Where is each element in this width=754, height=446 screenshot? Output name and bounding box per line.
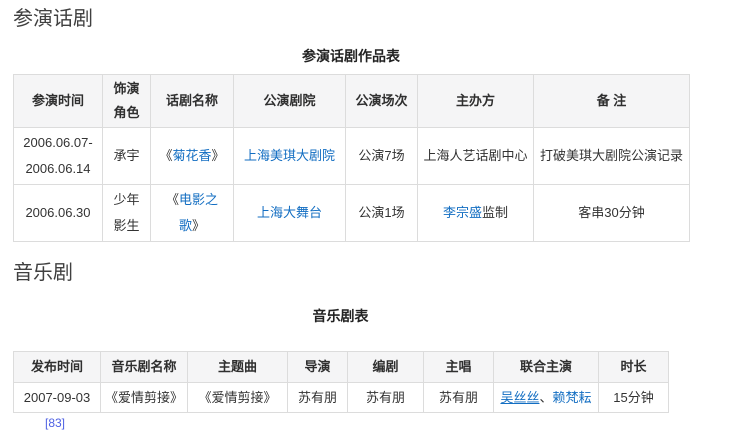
cell-role: 少年影生 — [102, 184, 151, 242]
column-header-remark: 备 注 — [533, 74, 690, 128]
article-section: 参演话剧 参演话剧作品表 参演时间 饰演角色 话剧名称 公演剧院 公演场次 主办… — [0, 6, 754, 430]
musical-table: 发布时间 音乐剧名称 主题曲 导演 编剧 主唱 联合主演 时长 2007-09-… — [13, 351, 669, 413]
cell-play: 《菊花香》 — [150, 127, 234, 185]
column-header-release-date: 发布时间 — [13, 351, 101, 383]
stage-play-table-title: 参演话剧作品表 — [302, 48, 400, 64]
bracket-close: 》 — [211, 148, 225, 163]
column-header-sessions: 公演场次 — [345, 74, 418, 128]
cell-duration: 15分钟 — [598, 382, 669, 413]
section-heading-musical: 音乐剧 — [13, 262, 73, 284]
theater-link[interactable]: 上海大舞台 — [256, 205, 322, 220]
organizer-link[interactable]: 李宗盛 — [442, 205, 482, 220]
cell-play: 《电影之歌》 — [150, 184, 234, 242]
cell-theater: 上海美琪大剧院 — [233, 127, 346, 185]
bracket-close: 》 — [192, 218, 206, 233]
costar-link[interactable]: 赖梵耘 — [552, 389, 592, 405]
column-header-lead-singer: 主唱 — [423, 351, 494, 383]
stage-play-table: 参演时间 饰演角色 话剧名称 公演剧院 公演场次 主办方 备 注 2006.06… — [13, 74, 690, 242]
cell-organizer: 上海人艺话剧中心 — [417, 127, 534, 185]
cell-costars: 吴丝丝、赖梵耘 — [493, 382, 599, 413]
column-header-organizer: 主办方 — [417, 74, 534, 128]
column-header-director: 导演 — [287, 351, 348, 383]
cell-lead-singer: 苏有朋 — [423, 382, 494, 413]
organizer-suffix: 监制 — [482, 205, 509, 220]
cell-sessions: 公演7场 — [345, 127, 418, 185]
theater-link[interactable]: 上海美琪大剧院 — [243, 148, 335, 163]
cell-theater: 上海大舞台 — [233, 184, 346, 242]
cell-remark: 打破美琪大剧院公演记录 — [533, 127, 690, 185]
column-header-play-name: 话剧名称 — [150, 74, 234, 128]
table-row: 2006.06.30 少年影生 《电影之歌》 上海大舞台 公演1场 李宗盛监制 … — [13, 184, 690, 242]
time-line1: 2006.06.07- — [23, 135, 93, 150]
play-link[interactable]: 菊花香 — [172, 148, 212, 163]
cell-organizer: 李宗盛监制 — [417, 184, 534, 242]
column-header-duration: 时长 — [598, 351, 669, 383]
time-line2: 2006.06.14 — [25, 161, 91, 176]
table-header-row: 发布时间 音乐剧名称 主题曲 导演 编剧 主唱 联合主演 时长 — [13, 351, 669, 383]
cell-time: 2006.06.30 — [13, 184, 103, 242]
column-header-role: 饰演角色 — [102, 74, 151, 128]
cell-director: 苏有朋 — [287, 382, 348, 413]
reference-link[interactable]: [83] — [45, 416, 66, 430]
column-header-theater: 公演剧院 — [233, 74, 346, 128]
costar-separator: 、 — [539, 389, 553, 405]
table-header-row: 参演时间 饰演角色 话剧名称 公演剧院 公演场次 主办方 备 注 — [13, 74, 690, 128]
column-header-writer: 编剧 — [347, 351, 424, 383]
table-row: 2006.06.07- 2006.06.14 承宇 《菊花香》 上海美琪大剧院 公… — [13, 127, 690, 185]
table-row: 2007-09-03 《爱情剪接》 《爱情剪接》 苏有朋 苏有朋 苏有朋 吴丝丝… — [13, 382, 669, 413]
cell-role: 承宇 — [102, 127, 151, 185]
cell-remark: 客串30分钟 — [533, 184, 690, 242]
reference-container: [83] — [45, 416, 754, 430]
cell-sessions: 公演1场 — [345, 184, 418, 242]
bracket-open: 《 — [165, 192, 179, 207]
play-link[interactable]: 电影之歌 — [178, 192, 219, 233]
bracket-open: 《 — [159, 148, 173, 163]
column-header-costars: 联合主演 — [493, 351, 599, 383]
time-line1: 2006.06.30 — [25, 205, 91, 220]
cell-musical-name: 《爱情剪接》 — [100, 382, 188, 413]
column-header-musical-name: 音乐剧名称 — [100, 351, 188, 383]
cell-release-date: 2007-09-03 — [13, 382, 101, 413]
costar-link[interactable]: 吴丝丝 — [500, 389, 540, 405]
column-header-theme-song: 主题曲 — [187, 351, 288, 383]
cell-time: 2006.06.07- 2006.06.14 — [13, 127, 103, 185]
cell-writer: 苏有朋 — [347, 382, 424, 413]
musical-table-title: 音乐剧表 — [312, 308, 369, 324]
section-heading-stage-play: 参演话剧 — [13, 8, 93, 30]
column-header-time: 参演时间 — [13, 74, 103, 128]
cell-theme-song: 《爱情剪接》 — [187, 382, 288, 413]
